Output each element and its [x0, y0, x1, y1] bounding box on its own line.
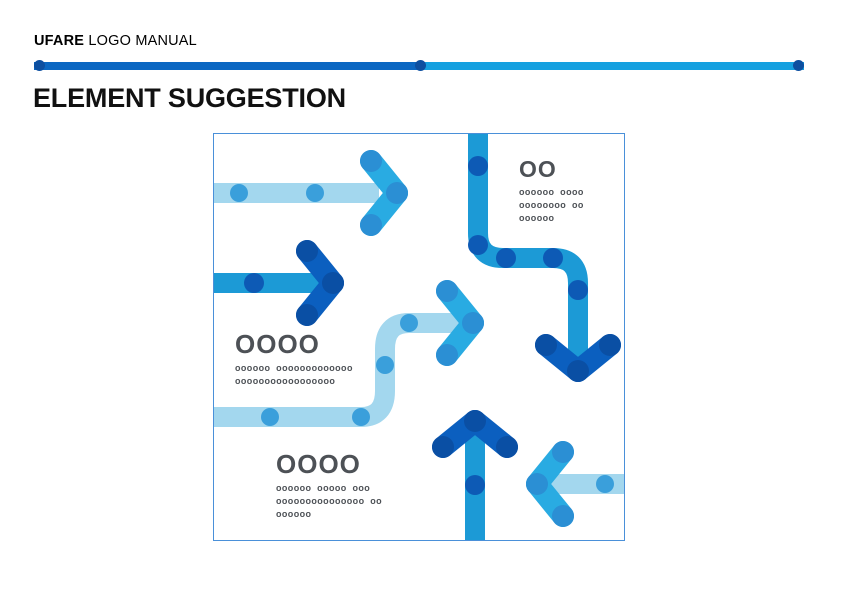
arrow-dot [399, 313, 418, 332]
arrow-right-curved-middle [214, 279, 484, 427]
text-block-line: oooooo ooooooooooooo [235, 363, 353, 373]
text-block-heading: OOOO [235, 329, 320, 359]
text-block-line: oooooo [519, 213, 555, 224]
arrow-right-dark-second [214, 239, 344, 326]
arrow-dot [375, 355, 394, 374]
text-block-heading: OO [519, 156, 557, 182]
arrow-dot [260, 407, 279, 426]
arrow-down-right-curved [467, 134, 621, 382]
arrow-dot [229, 183, 248, 202]
arrow-dot [351, 407, 370, 426]
arrow-left-bottom [525, 440, 624, 527]
header-rule-bar [34, 60, 804, 71]
diagram-canvas [214, 134, 624, 540]
text-block-line: oooooo [276, 509, 312, 520]
header-subtitle: LOGO MANUAL [84, 33, 197, 49]
rule-segment-dark [34, 61, 424, 70]
arrow-dot [467, 155, 488, 176]
rule-segment-light [420, 61, 804, 70]
arrow-dot [495, 247, 516, 268]
arrow-dot [567, 279, 588, 300]
text-block-line: oooooooo oo [519, 200, 584, 211]
header-title: UFARE LOGO MANUAL [34, 33, 197, 49]
text-block-heading: OOOO [276, 449, 361, 479]
text-block-middle-left: OOOO oooooo ooooooooooooo oooooooooooooo… [235, 331, 353, 388]
arrow-dot [243, 272, 264, 293]
arrow-right-light-top [214, 149, 408, 236]
text-block-line: ooooooooooooooooo [235, 376, 336, 387]
arrow-up-bottom [431, 409, 518, 540]
page-title: ELEMENT SUGGESTION [33, 83, 346, 113]
rule-dot-middle [415, 60, 426, 71]
arrow-dot [542, 247, 563, 268]
rule-dot-left [34, 60, 45, 71]
text-block-line: oooooo oooo [519, 187, 584, 197]
text-block-line: ooooooooooooooo oo [276, 496, 383, 507]
element-suggestion-diagram: OO oooooo oooo oooooooo oo oooooo OOOO o… [213, 133, 625, 541]
rule-dot-right [793, 60, 804, 71]
text-block-top-right: OO oooooo oooo oooooooo oo oooooo [519, 158, 584, 225]
text-block-line: oooooo ooooo ooo [276, 483, 371, 493]
arrow-dot [464, 474, 485, 495]
arrow-dot [595, 474, 614, 493]
arrow-dot [305, 183, 324, 202]
arrow-dot [467, 234, 488, 255]
text-block-bottom-left: OOOO oooooo ooooo ooo ooooooooooooooo oo… [276, 451, 382, 521]
brand-name: UFARE [34, 33, 85, 49]
